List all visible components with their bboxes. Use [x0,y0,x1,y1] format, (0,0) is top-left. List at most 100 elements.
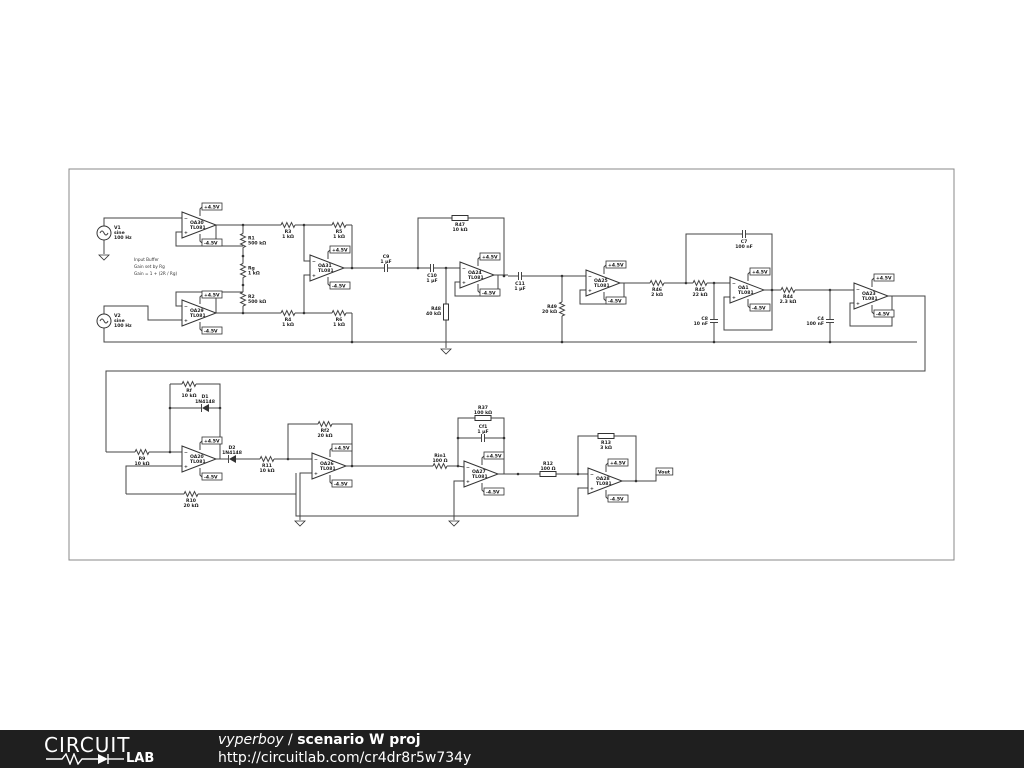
opamp-triangle [181,211,218,239]
rail-tag-text: -4.5V [482,290,496,296]
rail-tag-text: +4.5V [482,254,498,260]
opamp-model: TL081 [596,481,612,487]
rail-tag-box [329,281,351,290]
source-type: sine [114,230,125,236]
project-url[interactable]: http://circuitlab.com/cr4dr8r5w734y [218,750,472,766]
opamp-model: TL081 [472,474,488,480]
capacitor-c4 [826,319,834,323]
wire [603,264,607,274]
resistor-r11 [259,455,275,463]
circuitlab-logo[interactable]: CIRCUIT LAB [40,733,180,767]
positive-rail-tag: +4.5V [201,436,223,445]
resistor-label: R45 [695,287,705,293]
resistor-r13 [597,433,615,439]
vout-output-tag: Vout [655,467,674,476]
resistor-value: 10 kΩ [260,468,275,474]
opamp-model: TL081 [190,225,206,231]
resistor-label: R5 [336,229,343,235]
resistor-value: 20 kΩ [542,309,557,315]
wire [103,305,182,321]
rail-tag-text: +4.5V [332,247,348,253]
wire [199,468,203,478]
wire [457,417,474,466]
wire [622,474,657,482]
rail-tag-box [749,303,771,312]
junction-dot [456,436,460,440]
source-sine [99,230,109,236]
rail-tag-text: -4.5V [486,489,500,495]
resistor-label: R48 [431,306,441,312]
project-title-line: vyperboy / scenario W proj [218,732,421,748]
rail-tag-box [749,267,771,276]
resistor-label: R37 [478,405,488,411]
opamp-input-sign: + [466,479,470,485]
capacitor-c11 [518,272,522,280]
opamp-model: TL081 [862,296,878,302]
rail-tag-text: +4.5V [752,269,768,275]
source-label: V2 [114,313,121,319]
resistor-value: 500 kΩ [248,299,266,305]
capacitor-label: C11 [515,281,525,287]
resistor-value: 100 kΩ [474,410,492,416]
resistor-value: 20 kΩ [184,503,199,509]
resistor-value: 1 kΩ [282,322,294,328]
junction-dot [502,436,506,440]
opamp-input-sign: + [856,301,860,307]
circuit-schematic: −++4.5V-4.5V−++4.5V-4.5V−++4.5V-4.5V−++4… [68,168,955,561]
opamp-label: OA26 [320,461,334,467]
ground-icon [294,520,306,527]
resistor-label: R4 [285,317,292,323]
resistor-r47 [451,215,469,221]
capacitor-cf1 [481,434,485,442]
resistor-label: Rf2 [321,428,330,434]
junction-dot [634,479,638,483]
opamp-label: OA23 [862,291,876,297]
wire [287,423,312,459]
opamp-oa25: −+ [585,269,622,297]
junction-dot [350,340,354,344]
wire [577,435,596,474]
opamp-triangle [729,276,766,304]
wire [605,462,609,472]
capacitor-value: 1 μF [477,429,488,435]
title-separator: / [283,732,298,748]
opamp-oa26: −+ [311,452,348,480]
junction-dot [560,340,564,344]
resistor-value: 3 kΩ [600,445,612,451]
wire [300,224,310,262]
resistor-label: R44 [783,294,793,300]
capacitor-value: 100 nF [735,244,753,250]
rail-tag-box [331,443,353,452]
positive-rail-tag: +4.5V [873,273,895,282]
rail-tag-box [479,252,501,261]
rail-tag-box [655,467,674,476]
diode-d2 [228,455,236,463]
capacitor-c9 [384,264,388,272]
capacitor-value: 1 μF [426,278,437,284]
rail-tag-box [605,296,627,305]
junction-dot [241,283,245,287]
rail-tag-box [605,260,627,269]
project-name: scenario W proj [297,732,421,748]
wire [603,292,607,302]
resistor-label: R46 [652,287,662,293]
junction-dot [350,266,354,270]
opamp-input-sign: + [312,273,316,279]
wire [295,487,588,517]
wire [299,472,312,520]
rail-tag-text: +4.5V [204,204,220,210]
author-link[interactable]: vyperboy [218,732,284,748]
resistor-value: 500 kΩ [248,241,266,247]
rail-tag-box [873,273,895,282]
positive-rail-tag: +4.5V [749,267,771,276]
wire [199,234,203,244]
capacitor-c7 [742,230,746,238]
resistor-label: Rg [248,266,255,272]
resistor-value: 1 kΩ [333,322,345,328]
opamp-input-sign: + [588,288,592,294]
opamp-triangle [181,299,218,327]
resistor-r44 [780,286,796,294]
opamp-triangle [309,254,346,282]
rail-tag-text: -4.5V [332,283,346,289]
rail-tag-text: -4.5V [334,481,348,487]
